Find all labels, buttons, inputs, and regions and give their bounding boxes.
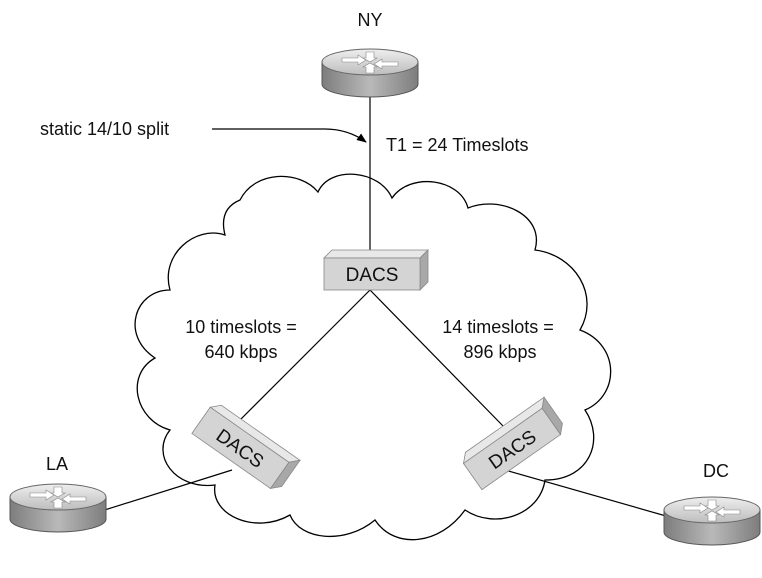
left-link-line2: 640 kbps bbox=[204, 342, 277, 362]
ny-label: NY bbox=[357, 10, 382, 30]
split-arrow bbox=[212, 128, 367, 143]
right-link-line2: 896 kbps bbox=[463, 342, 536, 362]
right-dacs-to-dc-link bbox=[504, 469, 681, 521]
dc-router-icon bbox=[663, 496, 761, 546]
t1-label: T1 = 24 Timeslots bbox=[386, 135, 529, 155]
right-dacs-box: DACS bbox=[462, 396, 563, 491]
left-link-line1: 10 timeslots = bbox=[185, 317, 297, 337]
dc-label: DC bbox=[703, 461, 729, 481]
la-label: LA bbox=[46, 454, 68, 474]
dacs-to-left-dacs-link bbox=[231, 289, 371, 429]
left-dacs-to-la-link bbox=[94, 469, 233, 514]
dacs-to-right-dacs-link bbox=[369, 289, 506, 429]
ny-router-icon bbox=[321, 48, 419, 98]
split-annotation: static 14/10 split bbox=[40, 119, 169, 139]
center-dacs-label: DACS bbox=[346, 265, 399, 286]
left-dacs-box: DACS bbox=[191, 404, 302, 490]
la-router-icon bbox=[9, 483, 107, 533]
center-dacs-box: DACS bbox=[323, 249, 429, 291]
right-link-line1: 14 timeslots = bbox=[442, 317, 554, 337]
